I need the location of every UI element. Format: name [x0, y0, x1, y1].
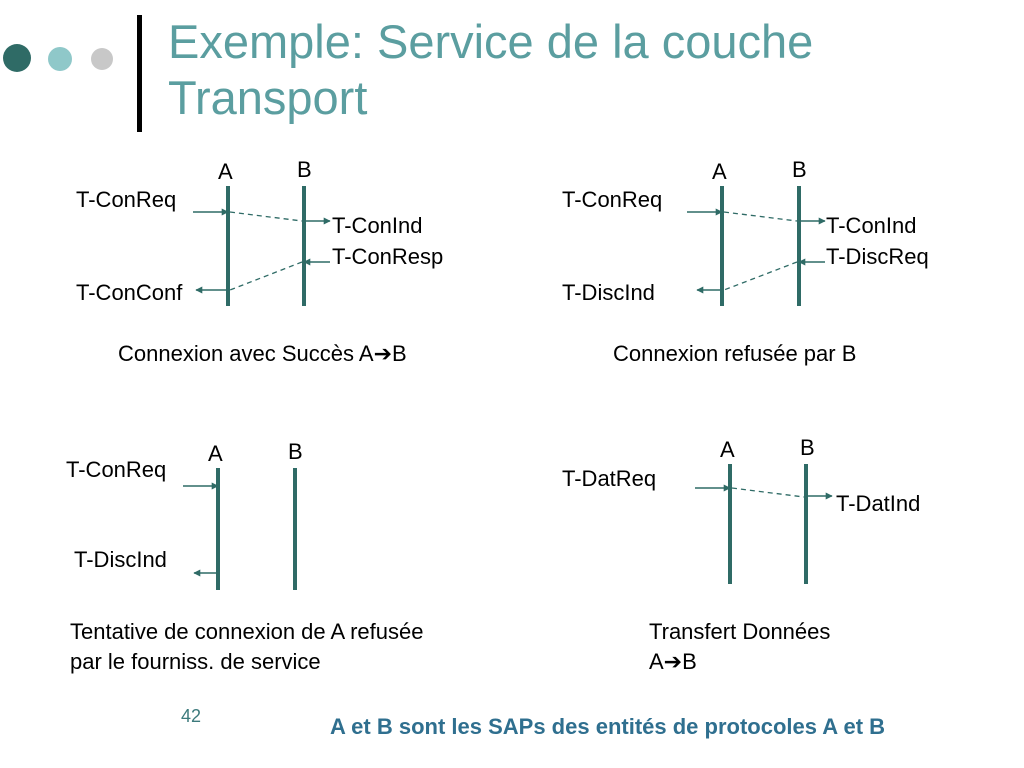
d2-caption: Connexion refusée par B: [613, 341, 857, 366]
slide-title-line-2: Transport: [168, 71, 368, 124]
d4-label-b: B: [800, 435, 815, 460]
diagram-refused-by-b: [687, 186, 826, 306]
d1-primitive-conconf: T-ConConf: [76, 280, 183, 305]
diagram-refused-by-provider: [183, 468, 297, 590]
d1-label-a: A: [218, 159, 233, 184]
d1-primitive-conreq: T-ConReq: [76, 187, 177, 212]
d2-primitive-discind: T-DiscInd: [562, 280, 655, 305]
d1-caption: Connexion avec Succès A➔B: [118, 341, 407, 366]
d2-primitive-conind: T-ConInd: [826, 213, 917, 238]
footer-note: A et B sont les SAPs des entités de prot…: [330, 714, 886, 739]
d4-label-a: A: [720, 437, 735, 462]
d4-caption-line-2: A➔B: [649, 649, 697, 674]
d4-primitive-datind: T-DatInd: [836, 491, 921, 516]
d2-label-b: B: [792, 157, 807, 182]
d4-caption-line-1: Transfert Données: [649, 619, 831, 644]
d2-primitive-conreq: T-ConReq: [562, 187, 663, 212]
d3-primitive-conreq: T-ConReq: [66, 457, 167, 482]
d3-primitive-discind: T-DiscInd: [74, 547, 167, 572]
d1-primitive-conind: T-ConInd: [332, 213, 423, 238]
d1-primitive-conresp: T-ConResp: [332, 244, 444, 269]
d3-label-b: B: [288, 439, 303, 464]
decor-dot-dark: [3, 44, 31, 72]
title-divider: [137, 15, 142, 132]
dashed-discreq-to-discind: [723, 261, 798, 291]
diagram-success: [193, 186, 331, 306]
d1-label-b: B: [297, 157, 312, 182]
d4-primitive-datreq: T-DatReq: [562, 466, 657, 491]
page-number: 42: [181, 706, 202, 726]
slide-title-line-1: Exemple: Service de la couche: [168, 15, 814, 68]
d4-caption: Transfert Données A➔B: [649, 617, 830, 677]
d3-label-a: A: [208, 441, 223, 466]
d3-caption-line-1: Tentative de connexion de A refusée: [70, 619, 424, 644]
d2-label-a: A: [712, 159, 727, 184]
slide-title: Exemple: Service de la couche Transport: [168, 14, 1008, 126]
dashed-conresp-to-conconf: [229, 261, 303, 291]
dashed-conreq-to-conind: [229, 211, 303, 222]
d2-primitive-discreq: T-DiscReq: [826, 244, 929, 269]
decor-dot-mid: [48, 47, 72, 71]
dashed-conreq-to-conind: [723, 211, 798, 222]
diagram-data-transfer: [695, 464, 833, 584]
d3-caption-line-2: par le fourniss. de service: [70, 649, 321, 674]
decor-dot-light: [91, 48, 113, 70]
dashed-datreq-to-datind: [731, 487, 805, 498]
d3-caption: Tentative de connexion de A refusée par …: [70, 617, 423, 677]
